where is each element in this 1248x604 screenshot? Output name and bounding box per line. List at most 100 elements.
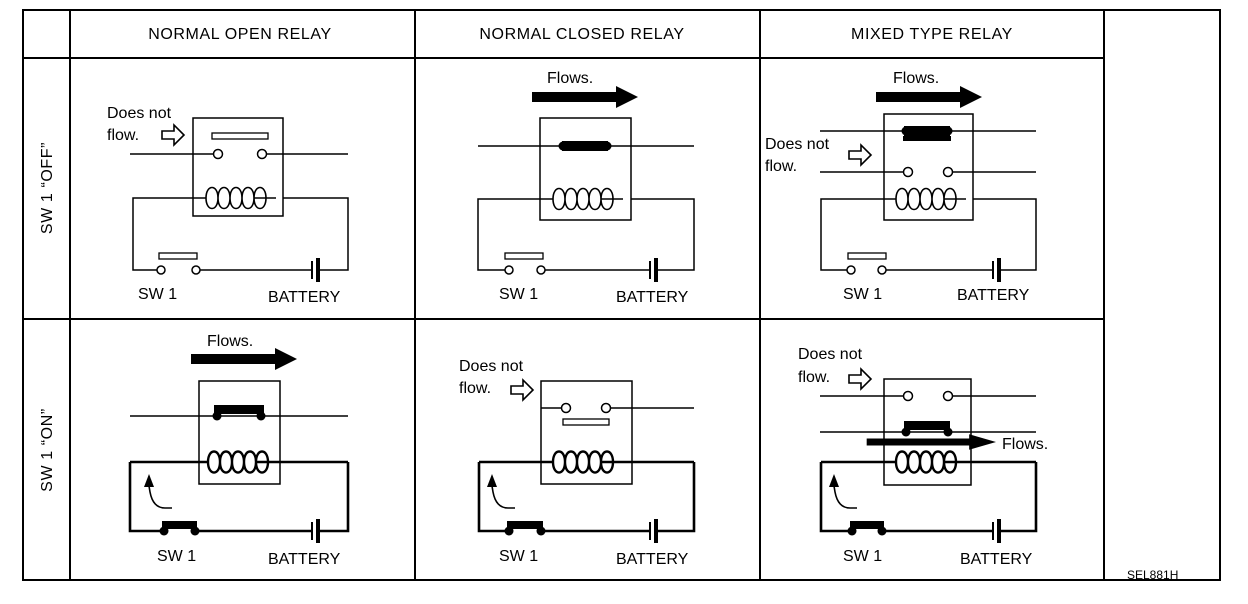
sw1-label: SW 1 xyxy=(843,286,882,303)
switch-lever xyxy=(158,252,198,260)
battery-label: BATTERY xyxy=(268,551,341,568)
relay-armature xyxy=(904,421,950,430)
switch-lever xyxy=(504,252,544,260)
relay-contact xyxy=(901,126,911,136)
switch-contact xyxy=(877,526,887,536)
hollow-arrow-icon xyxy=(848,144,872,166)
flows-label: Flows. xyxy=(1002,436,1048,453)
relay-contact xyxy=(602,141,612,151)
relay-armature xyxy=(214,405,264,414)
cell-normal-open-sw-on: Flows. SW 1 BATTERY xyxy=(128,333,350,568)
relay-coil xyxy=(821,450,1036,474)
switch-lever xyxy=(850,521,884,529)
does-not-flow-label: flow. xyxy=(107,127,139,144)
battery-plate xyxy=(654,519,658,543)
switch-contact xyxy=(191,265,201,275)
flow-arrow-icon xyxy=(191,348,297,370)
relay-contact xyxy=(256,148,268,160)
relay-contact xyxy=(943,427,953,437)
switch-contact xyxy=(190,526,200,536)
relay-armature xyxy=(211,132,269,140)
cell-mixed-sw-off: Flows. Does not flow. SW 1 BATTERY xyxy=(765,70,1037,304)
relay-contact xyxy=(600,402,612,414)
does-not-flow-label: flow. xyxy=(798,369,830,386)
sw1-label: SW 1 xyxy=(843,548,882,565)
relay-coil xyxy=(479,450,694,474)
cell-normal-closed-sw-off: Flows. SW 1 BATTERY xyxy=(477,70,695,306)
relay-body xyxy=(540,380,633,485)
sw1-label: SW 1 xyxy=(499,286,538,303)
switch-contact xyxy=(877,265,887,275)
flows-label: Flows. xyxy=(893,70,939,87)
relay-body xyxy=(198,380,281,485)
battery-plate xyxy=(316,519,320,543)
switch-contact xyxy=(847,526,857,536)
column-header-normal-open: NORMAL OPEN RELAY xyxy=(148,26,332,43)
relay-coil xyxy=(884,187,966,211)
sw1-label: SW 1 xyxy=(138,286,177,303)
table-grid xyxy=(22,9,1221,581)
flows-label: Flows. xyxy=(547,70,593,87)
switch-contact xyxy=(504,265,514,275)
switch-contact xyxy=(536,526,546,536)
relay-armature xyxy=(562,418,610,426)
cell-normal-closed-sw-on: Does not flow. SW 1 BATTERY xyxy=(459,358,696,568)
relay-body xyxy=(539,117,632,221)
switch-contact xyxy=(504,526,514,536)
relay-contact xyxy=(902,166,914,178)
relay-contact xyxy=(560,402,572,414)
cell-normal-open-sw-off: Does not flow. SW 1 BATTERY xyxy=(107,105,349,306)
row-header-sw1-on: SW 1 “ON” xyxy=(39,408,56,492)
battery-plate xyxy=(316,258,320,282)
flow-arrow-icon xyxy=(532,86,638,108)
switch-lever xyxy=(847,252,887,260)
switch-contact xyxy=(536,265,546,275)
battery-plate xyxy=(997,519,1001,543)
relay-contact xyxy=(901,427,911,437)
switch-contact xyxy=(156,265,166,275)
battery-label: BATTERY xyxy=(957,287,1030,304)
does-not-flow-label: Does not xyxy=(459,358,524,375)
figure-code: SEL881H xyxy=(1127,568,1178,582)
switch-contact xyxy=(159,526,169,536)
hollow-arrow-icon xyxy=(848,368,872,390)
flow-arrow-icon xyxy=(876,86,982,108)
relay-armature xyxy=(904,126,950,136)
battery-label: BATTERY xyxy=(960,551,1033,568)
flow-arrow-icon xyxy=(866,434,996,450)
relay-contact xyxy=(212,148,224,160)
relay-coil xyxy=(130,450,348,474)
does-not-flow-label: Does not xyxy=(798,346,863,363)
current-arrow-icon xyxy=(486,473,516,509)
does-not-flow-label: Does not xyxy=(107,105,172,122)
current-arrow-icon xyxy=(828,473,858,509)
switch-contact xyxy=(846,265,856,275)
relay-contact xyxy=(558,141,568,151)
current-arrow-icon xyxy=(143,473,173,509)
relay-body xyxy=(883,113,974,221)
relay-contact xyxy=(902,390,914,402)
relay-coil xyxy=(196,186,276,210)
cell-mixed-sw-on: Flows. Does not flow. SW 1 BATTERY xyxy=(798,346,1048,568)
relay-armature xyxy=(562,141,608,151)
battery-plate xyxy=(654,258,658,282)
battery-label: BATTERY xyxy=(616,289,689,306)
switch-lever xyxy=(162,521,197,529)
relay-contact xyxy=(256,411,266,421)
column-header-normal-closed: NORMAL CLOSED RELAY xyxy=(479,26,684,43)
column-header-mixed: MIXED TYPE RELAY xyxy=(851,26,1013,43)
row-header-sw1-off: SW 1 “OFF” xyxy=(39,142,56,234)
relay-contact xyxy=(943,126,953,136)
hollow-arrow-icon xyxy=(161,124,185,146)
does-not-flow-label: flow. xyxy=(459,380,491,397)
battery-label: BATTERY xyxy=(616,551,689,568)
relay-coil xyxy=(543,187,623,211)
sw1-label: SW 1 xyxy=(157,548,196,565)
relay-body xyxy=(192,117,284,217)
battery-plate xyxy=(997,258,1001,282)
does-not-flow-label: flow. xyxy=(765,158,797,175)
does-not-flow-label: Does not xyxy=(765,136,830,153)
hollow-arrow-icon xyxy=(510,379,534,401)
flows-label: Flows. xyxy=(207,333,253,350)
